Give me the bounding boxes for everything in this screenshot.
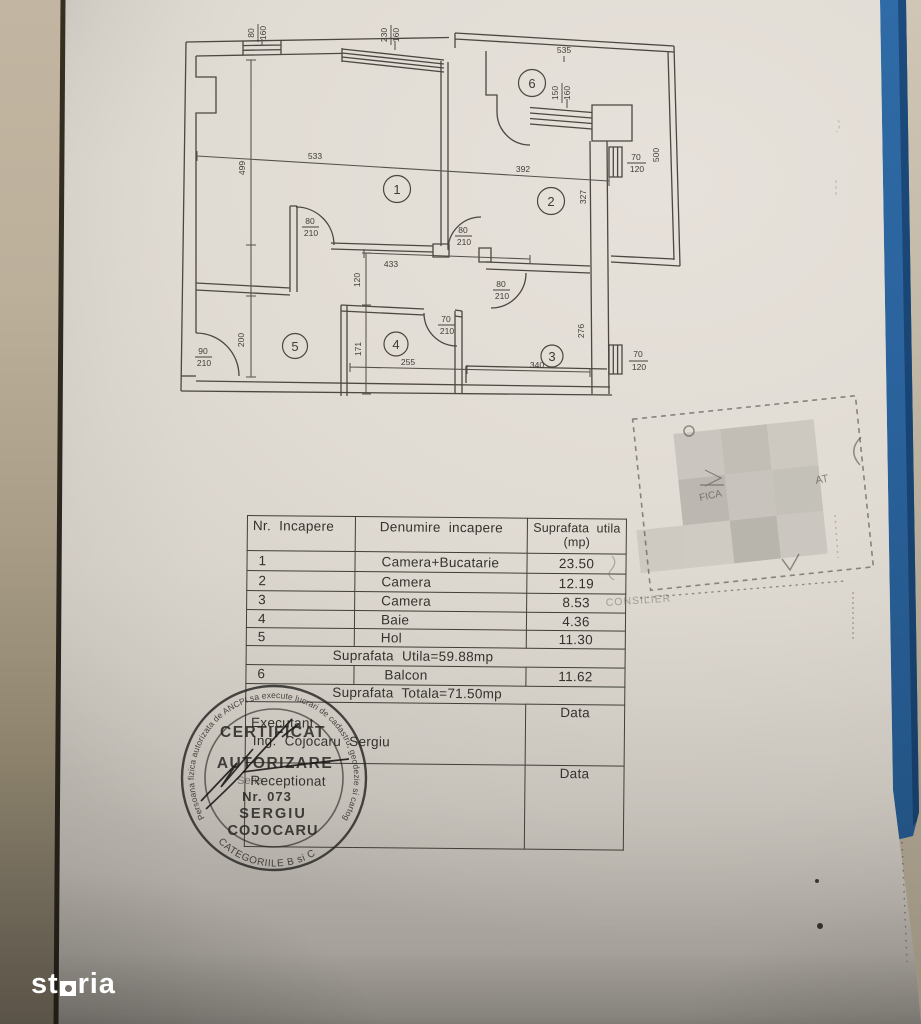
- svg-text:80: 80: [246, 28, 256, 38]
- svg-text:210: 210: [457, 237, 471, 247]
- svg-text:210: 210: [197, 358, 211, 368]
- svg-text:210: 210: [304, 228, 318, 238]
- svg-text:433: 433: [384, 259, 398, 269]
- svg-text:80: 80: [458, 225, 468, 235]
- svg-text:210: 210: [495, 291, 509, 301]
- svg-text:327: 327: [578, 190, 588, 204]
- svg-text:499: 499: [237, 161, 247, 175]
- svg-text:160: 160: [391, 28, 401, 42]
- svg-text:CERTIFICAT: CERTIFICAT: [220, 724, 326, 741]
- svg-text:255: 255: [401, 357, 415, 367]
- svg-text:AT: AT: [814, 473, 829, 487]
- svg-text:70: 70: [631, 152, 641, 162]
- svg-text:120: 120: [352, 273, 362, 287]
- svg-text:160: 160: [258, 26, 268, 40]
- svg-text:Persoana fizica autorizata de: Persoana fizica autorizata de ANCPI sa e…: [0, 0, 362, 823]
- svg-text:Nr. 073: Nr. 073: [242, 789, 292, 804]
- svg-text:1: 1: [393, 182, 400, 197]
- svg-text:160: 160: [562, 86, 572, 100]
- svg-text:FICA: FICA: [698, 488, 723, 504]
- svg-text:4: 4: [392, 337, 399, 352]
- svg-text:535: 535: [557, 45, 571, 55]
- svg-text:Seria: Seria: [237, 775, 264, 787]
- svg-text:80: 80: [496, 279, 506, 289]
- svg-text:80: 80: [305, 216, 315, 226]
- svg-text:5: 5: [291, 339, 298, 354]
- svg-text:90: 90: [198, 346, 208, 356]
- svg-text:150: 150: [550, 86, 560, 100]
- svg-text:533: 533: [308, 151, 322, 161]
- svg-text:3: 3: [548, 349, 555, 364]
- svg-text:2: 2: [547, 194, 554, 209]
- svg-text:500: 500: [651, 148, 661, 162]
- svg-text:392: 392: [516, 164, 530, 174]
- svg-text:210: 210: [440, 326, 454, 336]
- svg-text:171: 171: [353, 342, 363, 356]
- svg-text:SERGIU: SERGIU: [239, 806, 307, 822]
- svg-text:AUTORIZARE: AUTORIZARE: [217, 755, 333, 772]
- svg-text:230: 230: [379, 28, 389, 42]
- svg-text:6: 6: [528, 76, 535, 91]
- svg-text:200: 200: [236, 333, 246, 347]
- svg-text:70: 70: [441, 314, 451, 324]
- svg-text:70: 70: [633, 349, 643, 359]
- svg-text:COJOCARU: COJOCARU: [228, 823, 319, 839]
- svg-text:120: 120: [630, 164, 644, 174]
- svg-text:340: 340: [530, 360, 544, 370]
- svg-text:276: 276: [576, 324, 586, 338]
- svg-text:CONSILIER: CONSILIER: [605, 592, 671, 609]
- svg-text:120: 120: [632, 362, 646, 372]
